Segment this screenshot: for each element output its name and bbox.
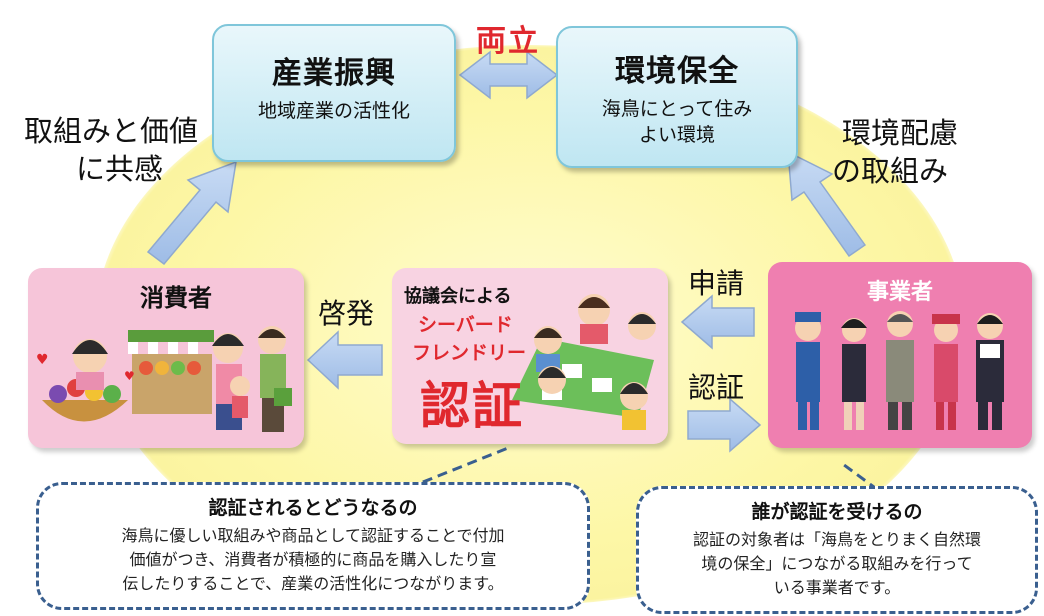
label-empathy-line2: に共感 — [76, 152, 164, 186]
label-empathy: 取組みと価値 に共感 — [24, 112, 198, 188]
consumer-title: 消費者 — [140, 284, 212, 312]
certification-box: 協議会による シーバード フレンドリー 認証 — [392, 268, 668, 444]
callout-what-happens-line3: 伝したりすることで、産業の活性化につながります。 — [122, 574, 504, 593]
industry-box: 産業振興 地域産業の活性化 — [212, 24, 456, 162]
cert-council-label: 協議会による — [404, 286, 512, 307]
business-box: 事業者 — [768, 262, 1032, 448]
callout-who-line3: いる事業者です。 — [773, 578, 901, 597]
industry-subtitle: 地域産業の活性化 — [257, 100, 410, 122]
consumer-illustration: ♥ ♥ — [36, 326, 292, 432]
svg-text:♥: ♥ — [36, 352, 49, 368]
arrow-certify — [687, 397, 762, 453]
arrow-apply — [680, 294, 755, 350]
cert-seabird-label: シーバード — [418, 314, 513, 336]
environment-box: 環境保全 海鳥にとって住み よい環境 — [556, 26, 798, 168]
callout-what-happens-title: 認証されるとどうなるの — [208, 497, 418, 519]
label-eco-efforts: 環境配慮 の取組み — [832, 114, 958, 190]
svg-text:♥: ♥ — [124, 369, 135, 383]
business-illustration — [795, 311, 1004, 430]
callout-what-happens: 認証されるとどうなるの 海鳥に優しい取組みや商品として認証することで付加 価値が… — [36, 482, 590, 610]
cert-friendly-label: フレンドリー — [412, 342, 527, 364]
cert-certification-label: 認証 — [420, 377, 524, 435]
industry-title: 産業振興 — [272, 56, 396, 91]
arrow-consumer-to-industry — [146, 160, 237, 266]
environment-title: 環境保全 — [615, 54, 739, 89]
environment-subtitle-line1: 海鳥にとって住み — [601, 98, 753, 120]
label-certify: 認証 — [688, 371, 745, 404]
callout-what-happens-line2: 価値がつき、消費者が積極的に商品を購入したり宣 — [129, 550, 497, 569]
label-enlighten: 啓発 — [318, 297, 375, 330]
callout-who-gets-certified: 誰が認証を受けるの 認証の対象者は「海鳥をとりまく自然環 境の保全」につながる取… — [636, 486, 1038, 614]
consumer-box: 消費者 ♥ ♥ — [28, 268, 304, 448]
label-apply: 申請 — [688, 267, 745, 300]
arrow-enlighten — [306, 330, 383, 390]
callout-who-line1: 認証の対象者は「海鳥をとりまく自然環 — [692, 530, 981, 549]
callout-who-title: 誰が認証を受けるの — [751, 501, 923, 523]
meeting-illustration — [512, 294, 656, 430]
callout-who-line2: 境の保全」につながる取組みを行って — [701, 554, 973, 573]
label-eco-efforts-line1: 環境配慮 — [842, 116, 959, 150]
environment-subtitle-line2: よい環境 — [638, 124, 715, 146]
balance-label: 両立 — [476, 24, 540, 59]
label-eco-efforts-line2: の取組み — [832, 154, 949, 188]
arrow-business-to-environment — [787, 150, 867, 258]
business-title: 事業者 — [866, 280, 933, 305]
label-empathy-line1: 取組みと価値 — [24, 114, 199, 148]
callout-what-happens-line1: 海鳥に優しい取組みや商品として認証することで付加 — [121, 526, 505, 545]
